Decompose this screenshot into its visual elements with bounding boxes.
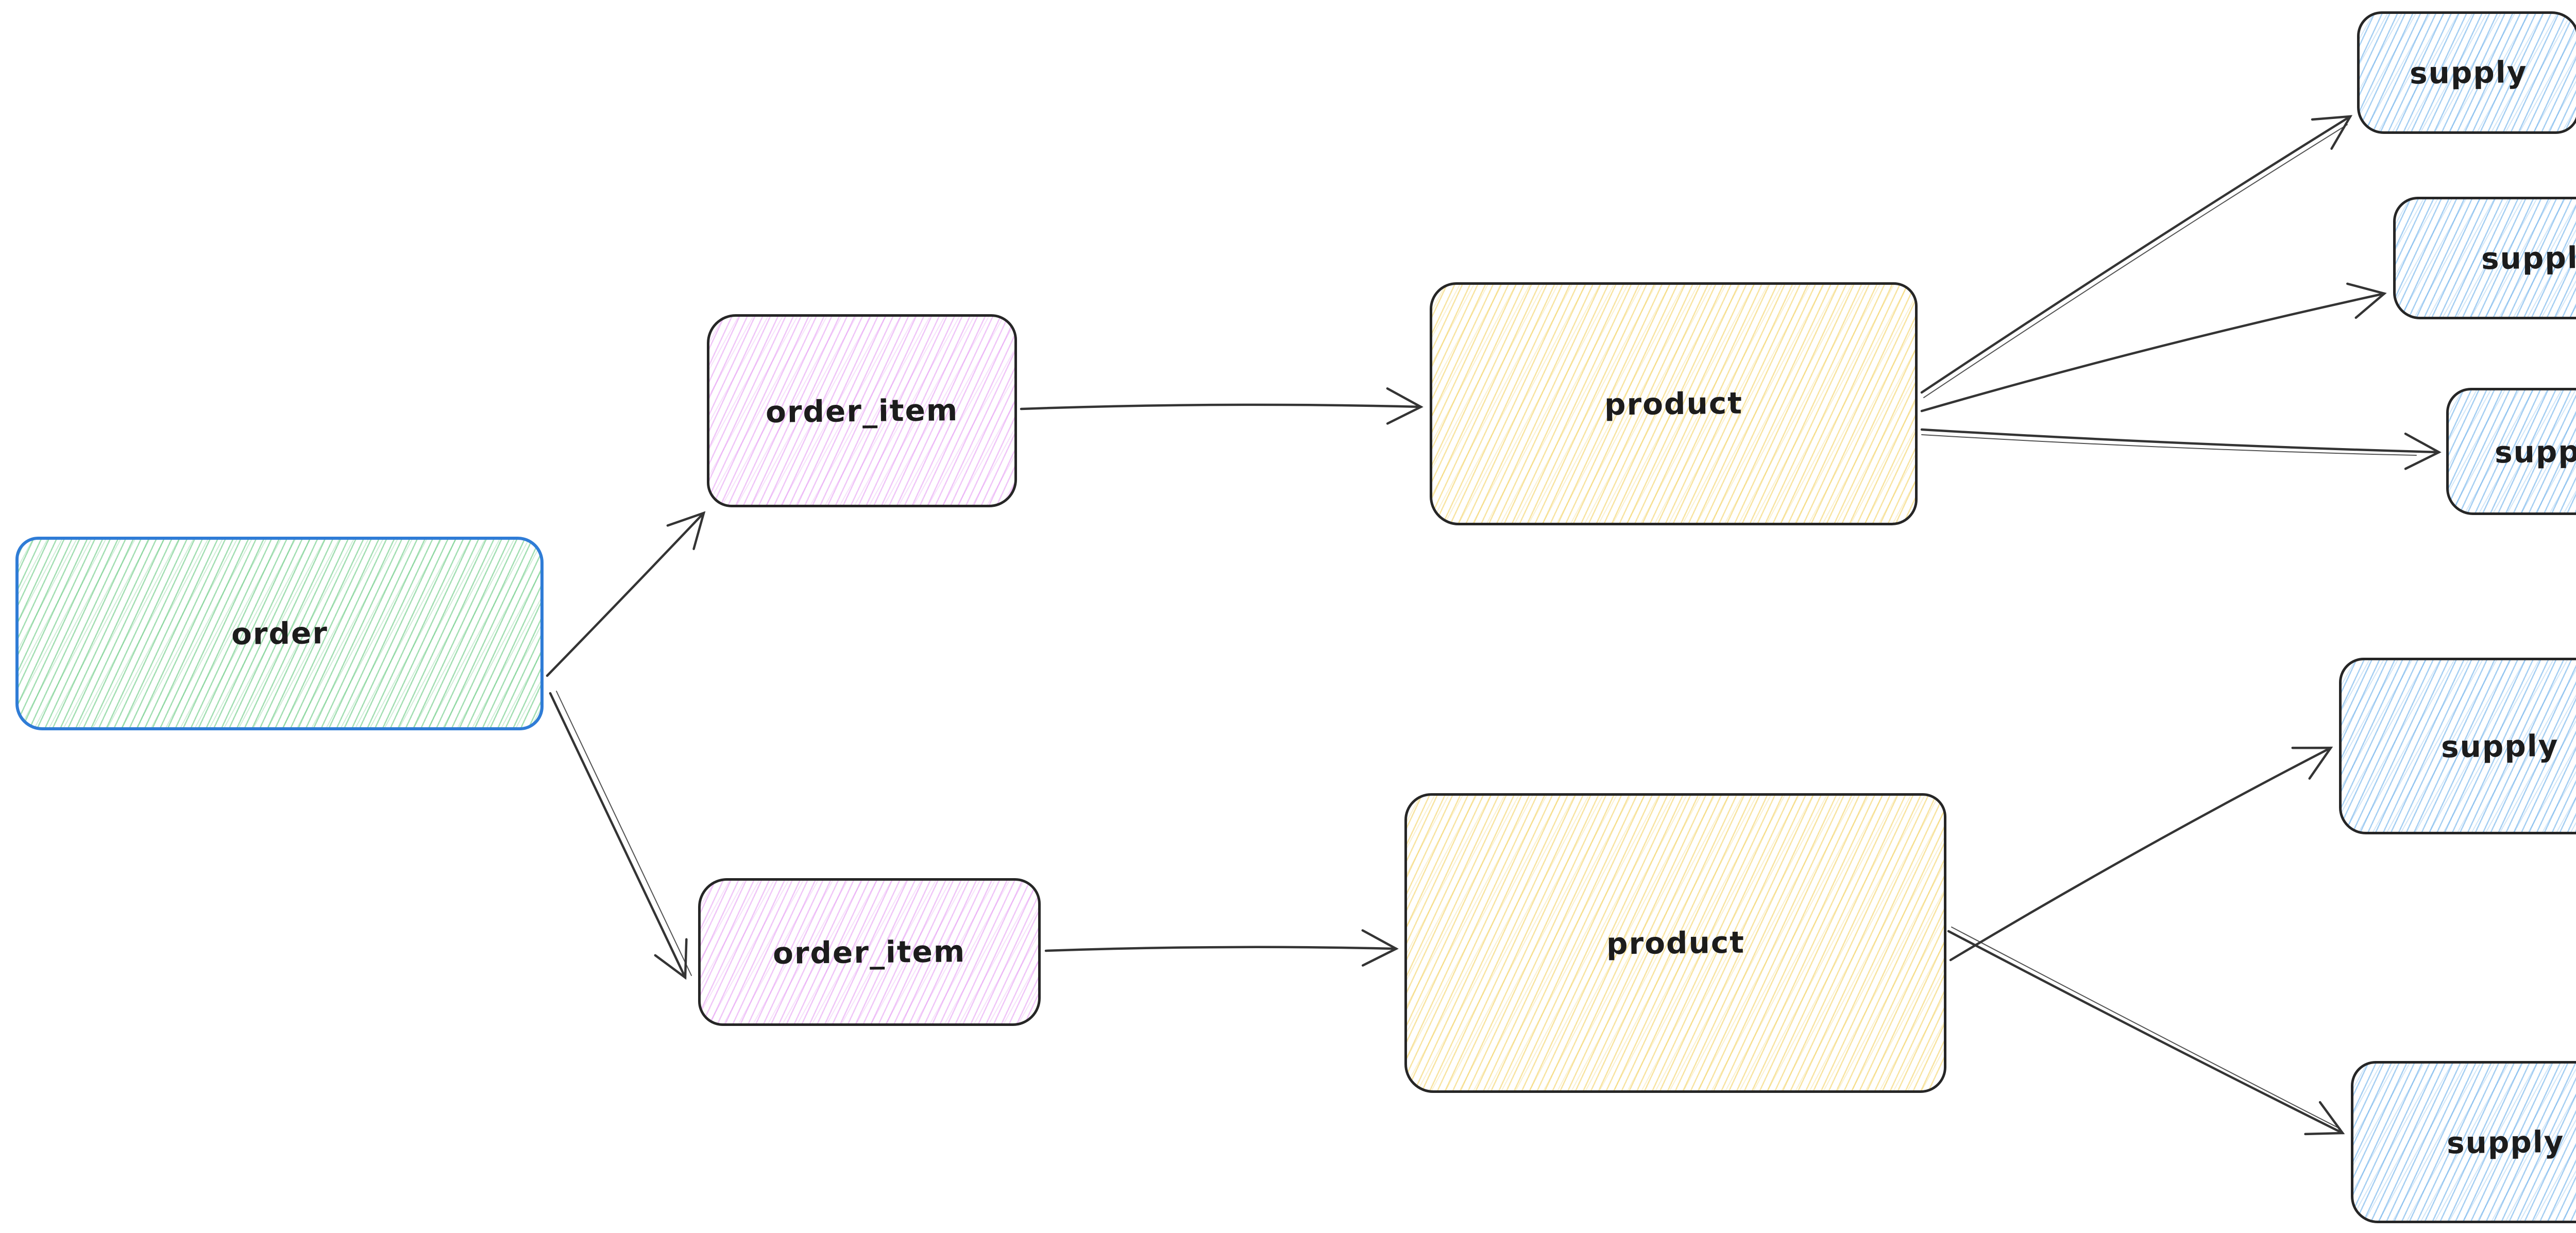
node-product-top[interactable]: product xyxy=(1430,282,1918,525)
node-order-item-top-label: order_item xyxy=(765,392,959,430)
node-order-item-bottom-label: order_item xyxy=(772,933,966,971)
edge-product-bottom-to-supply-4[interactable] xyxy=(1949,746,2333,962)
edge-product-top-to-supply-2[interactable] xyxy=(1920,282,2387,413)
node-supply-2[interactable]: supply xyxy=(2393,197,2576,319)
edge-order-item-top-to-product-top[interactable] xyxy=(1020,387,1423,425)
node-supply-1[interactable]: supply xyxy=(2357,11,2576,134)
node-order-item-bottom[interactable]: order_item xyxy=(698,878,1041,1026)
edge-product-top-to-supply-1[interactable] xyxy=(1920,115,2353,398)
node-supply-2-label: supply xyxy=(2481,239,2576,277)
node-order-label: order xyxy=(231,615,328,652)
node-supply-5-label: supply xyxy=(2446,1124,2565,1160)
node-product-bottom-label: product xyxy=(1606,924,1745,962)
edge-product-bottom-to-supply-5[interactable] xyxy=(1947,927,2345,1136)
node-supply-5[interactable]: supply xyxy=(2351,1061,2576,1223)
edge-order-item-bottom-to-product-bottom[interactable] xyxy=(1044,929,1399,967)
node-product-bottom[interactable]: product xyxy=(1404,793,1946,1093)
node-supply-4-label: supply xyxy=(2441,728,2560,764)
edge-order-to-order-item-bottom[interactable] xyxy=(549,691,692,980)
node-product-top-label: product xyxy=(1604,385,1743,422)
node-supply-3[interactable]: supply xyxy=(2446,388,2576,515)
edge-order-to-order-item-top[interactable] xyxy=(546,511,706,677)
node-order[interactable]: order xyxy=(15,537,544,730)
node-supply-4[interactable]: supply xyxy=(2339,658,2576,834)
node-supply-3-label: supply xyxy=(2494,433,2576,470)
node-supply-1-label: supply xyxy=(2409,54,2528,91)
edge-product-top-to-supply-3[interactable] xyxy=(1920,428,2442,470)
node-order-item-top[interactable]: order_item xyxy=(707,314,1017,507)
